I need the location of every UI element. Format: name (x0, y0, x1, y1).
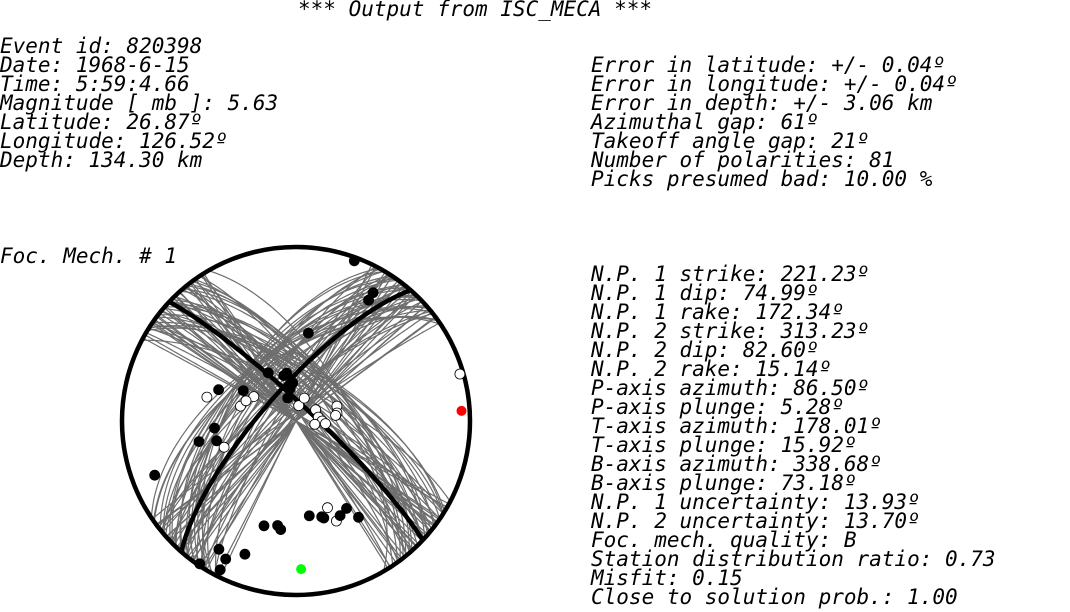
alt-plane-2 (201, 274, 391, 568)
b-axis-plunge: B-axis plunge: 73.18º (591, 471, 857, 495)
compression-polarity (211, 435, 223, 447)
dilatation-polarity (320, 418, 331, 430)
compression-polarity (220, 553, 232, 565)
compression-polarity (302, 327, 314, 339)
error-latitude: Error in latitude: +/- 0.04º (591, 53, 946, 77)
np2-rake: N.P. 2 rake: 15.14º (591, 357, 832, 381)
compression-polarity (341, 502, 352, 514)
mechanism-quality: Foc. mech. quality: B (591, 528, 857, 552)
alt-plane-2 (191, 281, 401, 561)
p-axis-plunge: P-axis plunge: 5.28º (591, 395, 844, 419)
compression-polarity (258, 520, 270, 532)
alt-plane-1 (164, 305, 427, 537)
compression-polarity (272, 520, 284, 531)
event-longitude: Longitude: 126.52º (0, 129, 228, 153)
azimuthal-gap: Azimuthal gap: 61º (591, 110, 819, 134)
dilatation-polarity (330, 409, 342, 421)
dilatation-polarity (218, 441, 230, 453)
np2-dip: N.P. 2 dip: 82.60º (591, 338, 819, 362)
dilatation-polarity (454, 368, 466, 380)
dilatation-polarity (201, 391, 213, 403)
alt-plane-2 (199, 275, 394, 566)
event-magnitude: Magnitude [ mb ]: 5.63 (0, 91, 279, 115)
mechanism-label: Foc. Mech. # 1 (0, 244, 178, 268)
np2-strike: N.P. 2 strike: 313.23º (591, 319, 870, 343)
p-axis-marker (456, 405, 467, 416)
t-axis-azimuth: T-axis azimuth: 178.01º (591, 414, 882, 438)
compression-polarity (318, 512, 330, 524)
np1-strike: N.P. 1 strike: 221.23º (591, 262, 870, 286)
compression-polarity (239, 548, 251, 560)
t-axis-marker (296, 564, 307, 575)
compression-polarity (237, 385, 249, 397)
np1-dip: N.P. 1 dip: 74.99º (591, 281, 819, 305)
compression-polarity (262, 367, 274, 379)
alt-plane-1 (158, 313, 434, 529)
compression-polarity (303, 510, 315, 522)
compression-polarity (213, 543, 225, 555)
compression-polarity (353, 511, 364, 523)
nodal-plane-2 (168, 299, 425, 542)
error-longitude: Error in longitude: +/- 0.04º (591, 72, 958, 96)
event-latitude: Latitude: 26.87º (0, 110, 203, 134)
np2-uncertainty: N.P. 2 uncertainty: 13.70º (591, 509, 920, 533)
event-id: Event id: 820398 (0, 34, 203, 58)
compression-polarity (282, 392, 294, 404)
alt-plane-1 (213, 266, 379, 575)
compression-polarity (334, 510, 346, 521)
compression-polarity (278, 370, 290, 382)
takeoff-angle-gap: Takeoff angle gap: 21º (591, 129, 870, 153)
alt-plane-1 (180, 289, 412, 552)
dilatation-polarity (293, 400, 305, 412)
picks-presumed-bad: Picks presumed bad: 10.00 % (591, 167, 933, 191)
output-title: *** Output from ISC_MECA *** (298, 0, 653, 21)
alt-plane-2 (194, 278, 398, 563)
alt-plane-2 (141, 339, 451, 502)
np1-rake: N.P. 1 rake: 172.34º (591, 300, 844, 324)
compression-polarity (284, 382, 296, 394)
event-date: Date: 1968-6-15 (0, 53, 190, 77)
t-axis-plunge: T-axis plunge: 15.92º (591, 433, 857, 457)
error-depth: Error in depth: +/- 3.06 km (591, 91, 933, 115)
compression-polarity (194, 558, 206, 570)
dilatation-polarity (298, 392, 310, 404)
alt-plane-2 (203, 273, 389, 569)
dilatation-polarity (309, 418, 321, 430)
compression-polarity (209, 422, 220, 434)
close-to-solution-prob: Close to solution prob.: 1.00 (591, 585, 958, 609)
compression-polarity (193, 436, 205, 448)
event-info: Event id: 820398 Date: 1968-6-15 Time: 5… (0, 34, 279, 172)
alt-plane-1 (180, 287, 409, 555)
compression-polarity (149, 469, 161, 481)
mechanism-parameters: N.P. 1 strike: 221.23º N.P. 1 dip: 74.99… (591, 262, 996, 609)
station-distribution-ratio: Station distribution ratio: 0.73 (591, 547, 996, 571)
focal-sphere-outline (119, 244, 473, 598)
alt-plane-2 (208, 270, 388, 572)
alt-plane-1 (169, 300, 423, 541)
np1-uncertainty: N.P. 1 uncertainty: 13.93º (591, 490, 920, 514)
dilatation-polarity (322, 502, 333, 514)
compression-polarity (213, 384, 225, 396)
dilatation-polarity (240, 395, 252, 407)
compression-polarity (363, 294, 375, 306)
compression-polarity (214, 564, 226, 576)
b-axis-azimuth: B-axis azimuth: 338.68º (591, 452, 882, 476)
alt-plane-1 (199, 275, 393, 567)
misfit: Misfit: 0.15 (591, 566, 743, 590)
p-axis-azimuth: P-axis azimuth: 86.50º (591, 376, 870, 400)
event-depth: Depth: 134.30 km (0, 148, 203, 172)
number-of-polarities: Number of polarities: 81 (591, 148, 895, 172)
compression-polarity (348, 255, 360, 267)
nodal-plane-1 (179, 288, 412, 553)
error-info: Error in latitude: +/- 0.04º Error in lo… (591, 53, 958, 191)
event-time: Time: 5:59:4.66 (0, 72, 190, 96)
alt-plane-1 (192, 279, 399, 562)
